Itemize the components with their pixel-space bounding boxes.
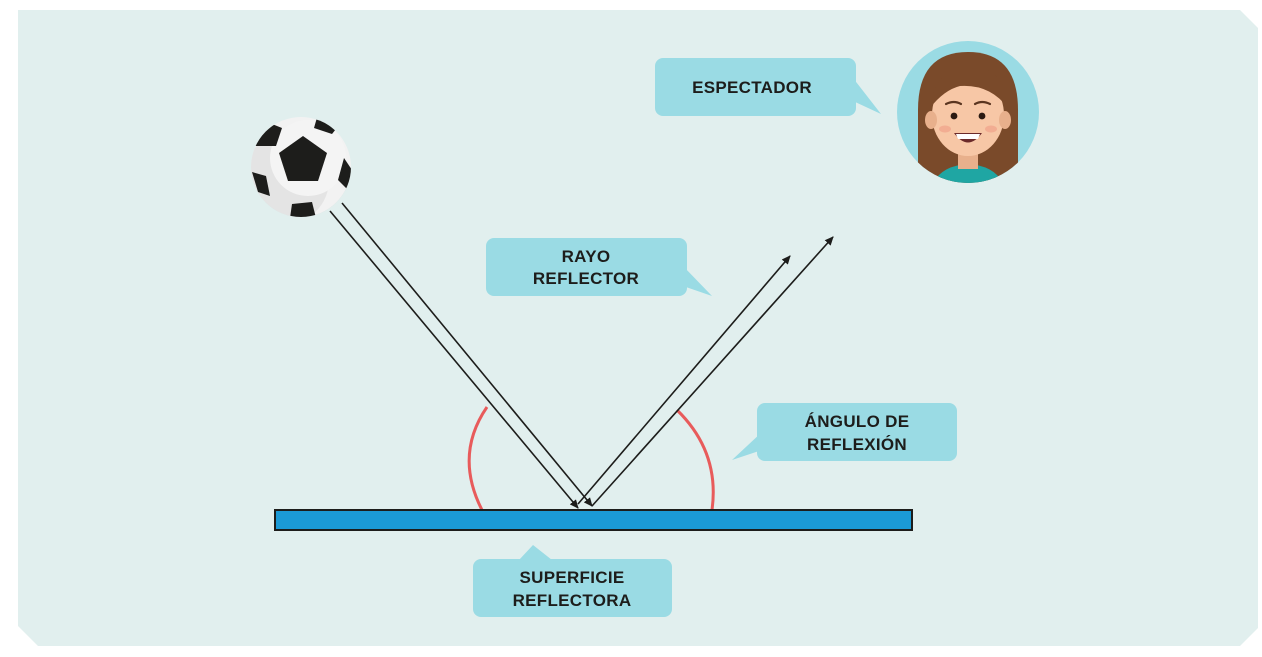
angle-callout: ÁNGULO DE REFLEXIÓN [732, 403, 957, 461]
surface-label-line1: SUPERFICIE [519, 568, 624, 587]
background-panel [18, 10, 1258, 646]
incident-ray-2 [341, 202, 593, 507]
spectator-avatar [897, 41, 1039, 183]
angle-label-line1: ÁNGULO DE [805, 412, 910, 431]
surface-label-line2: REFLECTORA [513, 591, 632, 610]
reflected-ray-2 [591, 236, 834, 507]
ray-reflector-label-line1: RAYO [562, 247, 611, 266]
spectator-callout: ESPECTADOR [655, 58, 881, 116]
ray-reflector-label-line2: REFLECTOR [533, 269, 639, 288]
spectator-label: ESPECTADOR [692, 78, 812, 97]
incidence-angle-arc [467, 406, 489, 511]
surface-callout: SUPERFICIE REFLECTORA [473, 545, 672, 617]
ray-reflector-callout: RAYO REFLECTOR [486, 238, 712, 296]
reflection-angle-arc [675, 408, 715, 511]
reflecting-surface [274, 509, 913, 531]
reflected-ray-1 [577, 255, 791, 505]
incident-ray-1 [329, 210, 579, 509]
angle-label-line2: REFLEXIÓN [807, 435, 907, 454]
